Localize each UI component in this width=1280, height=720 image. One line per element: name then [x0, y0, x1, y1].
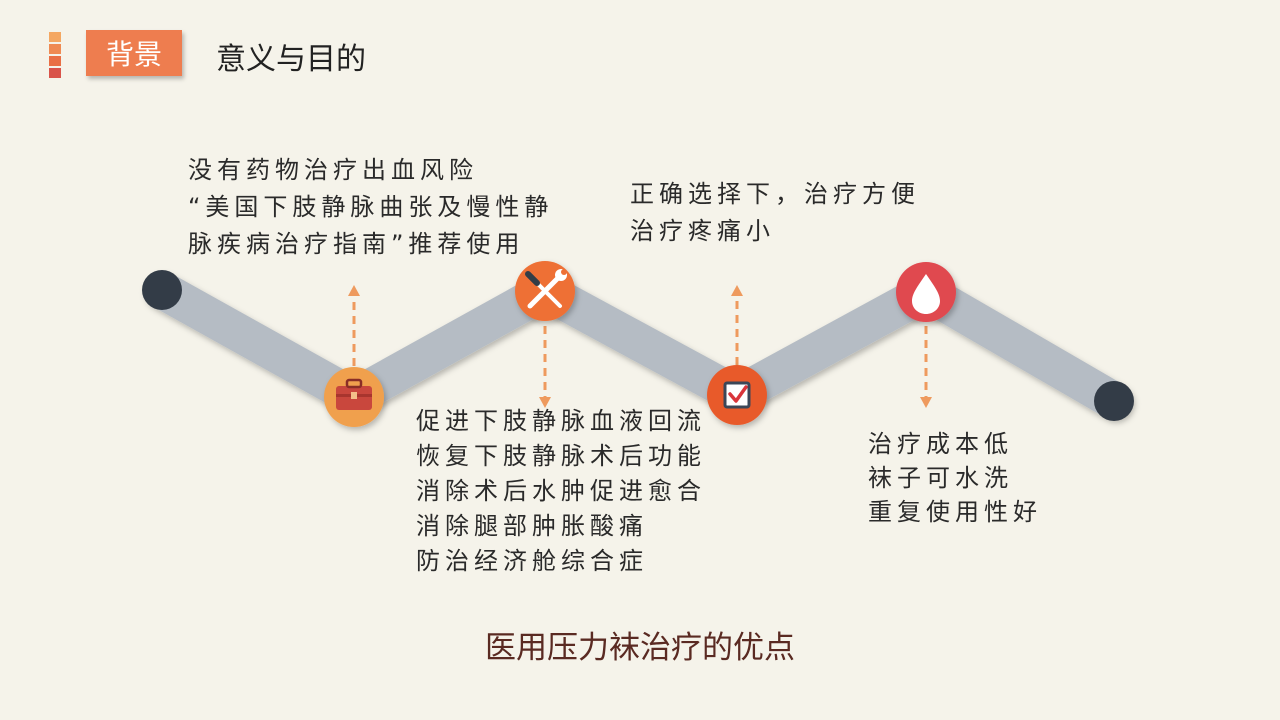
callout-bottom-right: 治疗成本低 袜子可水洗 重复使用性好 [868, 427, 1042, 529]
connector-node2-arrowhead [539, 397, 551, 408]
connector-node1-arrowhead [348, 285, 360, 296]
callout-line: 消除术后水肿促进愈合 [416, 477, 706, 505]
connector-node4-arrowhead [920, 397, 932, 408]
callout-line: 促进下肢静脉血液回流 [416, 407, 706, 435]
side-mark-4 [49, 68, 61, 78]
callout-top-left: 没有药物治疗出血风险 “美国下肢静脉曲张及慢性静 脉疾病治疗指南”推荐使用 [188, 152, 553, 263]
callout-line: 没有药物治疗出血风险 [188, 156, 478, 184]
callout-line: 防治经济舱综合症 [416, 547, 648, 575]
callout-line: 重复使用性好 [868, 498, 1042, 526]
callout-line: 袜子可水洗 [868, 464, 1013, 492]
zigzag-start-cap [142, 270, 182, 310]
side-mark-3 [49, 56, 61, 66]
checkbox-icon [707, 365, 767, 425]
slide-caption: 医用压力袜治疗的优点 [485, 630, 795, 666]
side-mark-2 [49, 44, 61, 54]
callout-top-right: 正确选择下，治疗方便 治疗疼痛小 [630, 176, 920, 250]
side-mark-1 [49, 32, 61, 42]
callout-line: 正确选择下，治疗方便 [630, 180, 920, 208]
callout-bottom-middle: 促进下肢静脉血液回流 恢复下肢静脉术后功能 消除术后水肿促进愈合 消除腿部肿胀酸… [416, 404, 706, 579]
callout-line: 恢复下肢静脉术后功能 [416, 442, 706, 470]
section-badge: 背景 [86, 30, 182, 76]
callout-line: 治疗疼痛小 [630, 217, 775, 245]
callout-line: “美国下肢静脉曲张及慢性静 [188, 193, 554, 221]
callout-line: 消除腿部肿胀酸痛 [416, 512, 648, 540]
callout-line: 脉疾病治疗指南”推荐使用 [188, 230, 525, 258]
zigzag-band [143, 271, 1133, 420]
wrench-screwdriver-icon [515, 261, 575, 321]
callout-line: 治疗成本低 [868, 430, 1013, 458]
briefcase-icon [324, 367, 384, 427]
blood-drop-icon [896, 262, 956, 322]
side-color-marks [49, 32, 61, 80]
zigzag-end-cap [1094, 381, 1134, 421]
page-title: 意义与目的 [216, 42, 366, 77]
connector-node3-arrowhead [731, 285, 743, 296]
